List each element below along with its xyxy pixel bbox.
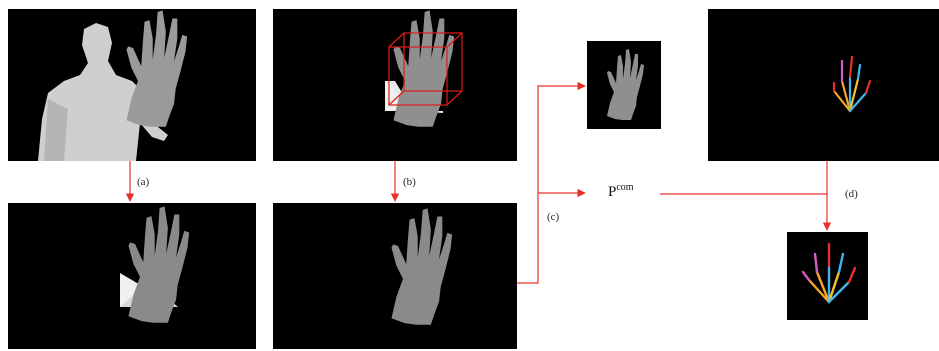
person-body — [38, 23, 168, 161]
cleaned-hand-image — [273, 203, 517, 349]
label-a: (a) — [137, 176, 150, 188]
com-base: P — [608, 184, 617, 200]
cube-crop-panel — [273, 9, 517, 161]
label-c: (c) — [547, 211, 560, 223]
hand-skeleton-small — [832, 55, 872, 113]
pose-crop-panel — [787, 232, 868, 320]
depth-frame-image — [8, 9, 256, 161]
label-b: (b) — [403, 176, 416, 188]
center-of-mass-label: Pcom — [608, 182, 634, 201]
segmented-hand-panel — [8, 203, 256, 349]
hand-skeleton-large — [801, 242, 857, 304]
pose-frame-image — [708, 9, 939, 161]
pose-crop-image — [787, 232, 868, 320]
com-superscript: com — [616, 182, 634, 193]
label-d: (d) — [845, 188, 858, 200]
normalized-crop-image — [587, 41, 661, 129]
bounding-cube — [388, 32, 463, 106]
normalized-crop-panel — [587, 41, 661, 129]
segmented-hand-image — [8, 203, 256, 349]
depth-frame-panel — [8, 9, 256, 161]
person-shadow — [44, 99, 68, 161]
arrow-c-up — [517, 81, 586, 284]
pose-frame-panel — [708, 9, 939, 161]
cleaned-hand-panel — [273, 203, 517, 349]
cube-crop-image — [273, 9, 517, 161]
